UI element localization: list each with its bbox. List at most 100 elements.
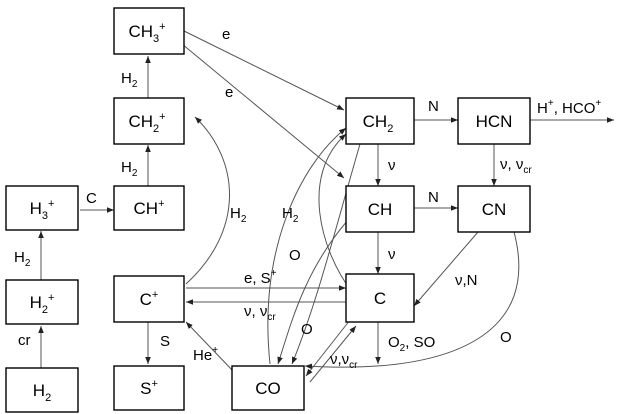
svg-text:H2: H2 (121, 159, 138, 179)
node-subscript: 2 (387, 123, 393, 135)
node-co: CO (231, 365, 305, 411)
label-e-s-sup: + (271, 268, 277, 279)
edge-ch-to-co (277, 219, 349, 365)
svg-text:ν, νcr: ν, νcr (244, 303, 276, 323)
label-o2so-rest: , SO (405, 334, 435, 351)
edges (38, 29, 614, 383)
label-nu-cp: ν, ν (244, 303, 267, 320)
edge-c-to-co (305, 319, 351, 377)
node-hcn: HCN (457, 97, 531, 145)
node-superscript: + (48, 292, 54, 304)
label-h2-arc-sub: 2 (241, 214, 247, 225)
svg-text:H2+: H2+ (30, 292, 55, 316)
node-label: CH (128, 112, 153, 131)
edge-co-to-cp (185, 321, 235, 373)
label-nu-2: ν (388, 246, 396, 263)
node-ch3-plus: CH3+ (113, 7, 185, 55)
svg-text:O2, SO: O2, SO (388, 334, 435, 354)
svg-text:He+: He+ (193, 345, 218, 364)
edge-ch2-to-co (291, 143, 361, 365)
edge-cn-to-c (413, 231, 479, 307)
node-label: CH (363, 112, 388, 131)
node-ch2-plus: CH2+ (113, 97, 185, 145)
node-subscript: 2 (153, 123, 159, 135)
label-nu-hcn-sub: cr (523, 165, 532, 176)
label-o-2: O (301, 321, 313, 338)
node-label: CN (482, 200, 507, 219)
label-products-rest: , HCO (554, 100, 596, 117)
node-h2-plus: H2+ (5, 279, 79, 325)
label-he-sup: + (212, 345, 218, 356)
edge-ch3p-to-ch2 (181, 29, 345, 111)
node-label: H (30, 199, 42, 218)
svg-text:H2: H2 (14, 249, 31, 269)
svg-text:CH+: CH+ (134, 198, 165, 218)
label-nu-n: ν,N (455, 272, 478, 289)
node-label: S (140, 379, 151, 398)
node-superscript: + (159, 21, 165, 33)
edge-c-to-ch2 (318, 133, 353, 293)
node-superscript: + (151, 378, 157, 390)
svg-text:H2: H2 (121, 70, 138, 90)
svg-text:CH3+: CH3+ (128, 21, 165, 45)
svg-text:CH2: CH2 (363, 112, 394, 135)
node-ch: CH (345, 185, 415, 233)
label-h2-a: H (14, 249, 25, 266)
node-ch-plus: CH+ (113, 185, 185, 231)
label-nu-co: ν,ν (330, 351, 349, 368)
node-c-plus: C+ (113, 275, 185, 323)
node-label: CH (134, 199, 159, 218)
node-cn: CN (457, 185, 531, 233)
label-e-1: e (222, 26, 230, 43)
node-subscript: 3 (42, 210, 48, 222)
node-s-plus: S+ (113, 365, 185, 411)
node-h3-plus: H3+ (5, 185, 79, 231)
node-label: C (374, 289, 386, 308)
svg-text:e, S+: e, S+ (244, 268, 277, 287)
label-h2-c-sub: 2 (132, 79, 138, 90)
edge-ch3p-to-ch (181, 43, 345, 179)
edge-co-to-ch2 (267, 127, 347, 365)
edge-cn-to-co (304, 231, 520, 370)
node-ch2: CH2 (345, 97, 415, 145)
svg-text:H2: H2 (282, 205, 299, 225)
label-products: H (537, 100, 548, 117)
node-subscript: 2 (45, 392, 51, 404)
label-nu-cp-sub: cr (267, 312, 276, 323)
label-o-3: O (500, 329, 512, 346)
node-superscript: + (48, 198, 54, 210)
label-c: C (86, 190, 97, 207)
svg-text:H2: H2 (33, 381, 51, 404)
edge-co-to-c (309, 325, 357, 383)
svg-text:ν, νcr: ν, νcr (500, 156, 532, 176)
label-n-1: N (428, 98, 439, 115)
edge-labels: cr H2 C H2 H2 e e H2 e, S+ ν, νcr S He+ … (14, 26, 601, 371)
svg-text:S+: S+ (140, 378, 158, 398)
label-h2-b-sub: 2 (132, 168, 138, 179)
label-n-2: N (428, 189, 439, 206)
edge-cp-to-ch2p (185, 116, 230, 285)
node-label: CH (368, 200, 393, 219)
svg-text:ν,νcr: ν,νcr (330, 351, 358, 371)
node-h2: H2 (5, 367, 79, 413)
label-he: He (193, 347, 212, 364)
label-h2-b: H (121, 159, 132, 176)
label-products-sup2: + (595, 98, 601, 109)
node-subscript: 3 (153, 33, 159, 45)
svg-text:H2: H2 (230, 205, 247, 225)
node-label: HCN (476, 112, 513, 131)
label-products-sup: + (548, 98, 554, 109)
label-h2-arc: H (230, 205, 241, 222)
label-cr: cr (18, 332, 31, 349)
node-label: CH (128, 22, 153, 41)
node-superscript: + (159, 111, 165, 123)
label-e-s: e, S (244, 270, 271, 287)
label-h2-c: H (121, 70, 132, 87)
node-subscript: 2 (42, 304, 48, 316)
node-label: H (33, 381, 45, 400)
node-superscript: + (158, 198, 164, 210)
label-nu-co-sub: cr (349, 360, 358, 371)
label-e-2: e (225, 84, 233, 101)
node-label: CO (255, 379, 281, 398)
